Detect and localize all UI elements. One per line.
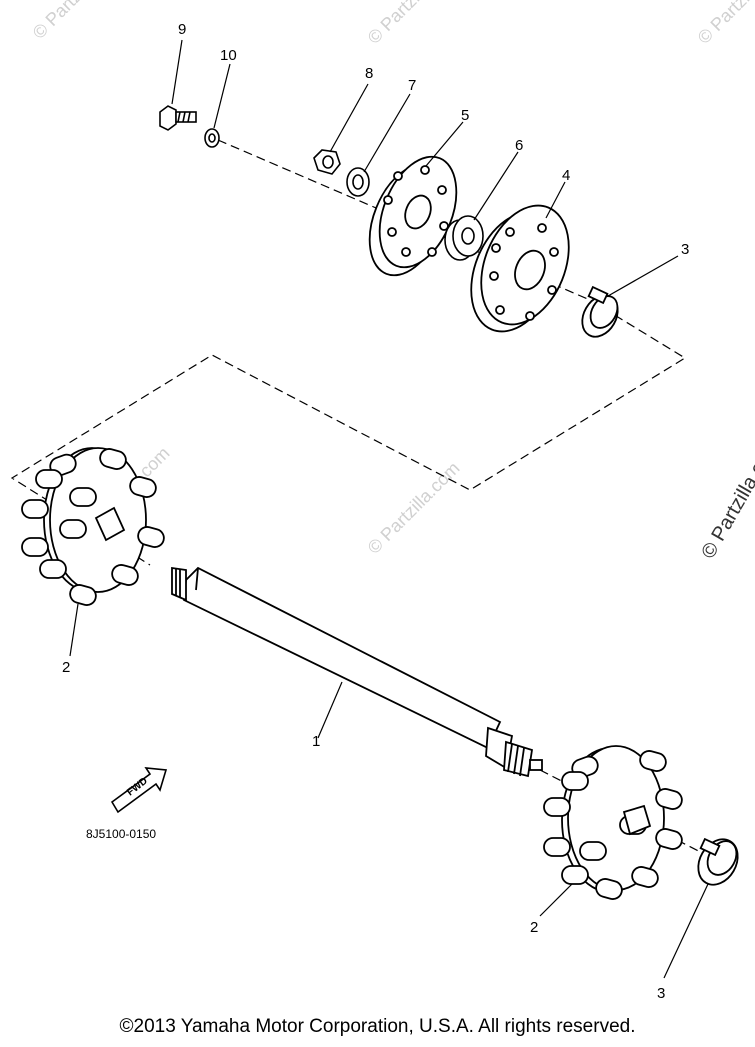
callout-4: 4: [562, 167, 570, 184]
sprocket-right: [543, 745, 683, 900]
bearing-housing: [470, 204, 570, 333]
callout-8: 8: [365, 65, 373, 82]
watermark-5: © Partzilla.com: [364, 458, 464, 558]
callout-2-right: 2: [530, 919, 538, 936]
washer-10: [204, 128, 220, 148]
washer-7: [346, 167, 370, 197]
callout-10: 10: [220, 47, 237, 64]
drive-shaft: [171, 566, 543, 778]
bearing: [444, 215, 484, 261]
fwd-arrow-icon: FWD: [110, 767, 168, 814]
callout-2-left: 2: [62, 659, 70, 676]
hose-clamp-bottom: [697, 837, 739, 886]
guide-line-top-axis: [10, 139, 687, 566]
callouts: 9 10 8 7 5 6 4 3 2 1 2 3: [62, 21, 689, 1002]
leader-lines: [69, 39, 709, 979]
callout-3-bottom: 3: [657, 985, 665, 1002]
callout-1: 1: [312, 733, 320, 750]
callout-5: 5: [461, 107, 469, 124]
watermark-6: © Partzilla.com: [697, 435, 755, 563]
callout-9: 9: [178, 21, 186, 38]
callout-6: 6: [515, 137, 523, 154]
sprocket-left: [21, 447, 165, 606]
flange: [368, 155, 458, 277]
callout-7: 7: [408, 77, 416, 94]
copyright-notice: ©2013 Yamaha Motor Corporation, U.S.A. A…: [119, 1016, 636, 1037]
callout-3-top: 3: [681, 241, 689, 258]
bolt: [159, 105, 197, 131]
watermark-1: © Partzilla.com: [29, 0, 129, 43]
watermark-3: © Partzilla.com: [694, 0, 755, 48]
watermark-2: © Partzilla.com: [364, 0, 464, 48]
nut: [313, 149, 341, 175]
diagram-code: 8J5100-0150: [86, 827, 156, 841]
hose-clamp-top: [581, 285, 619, 338]
